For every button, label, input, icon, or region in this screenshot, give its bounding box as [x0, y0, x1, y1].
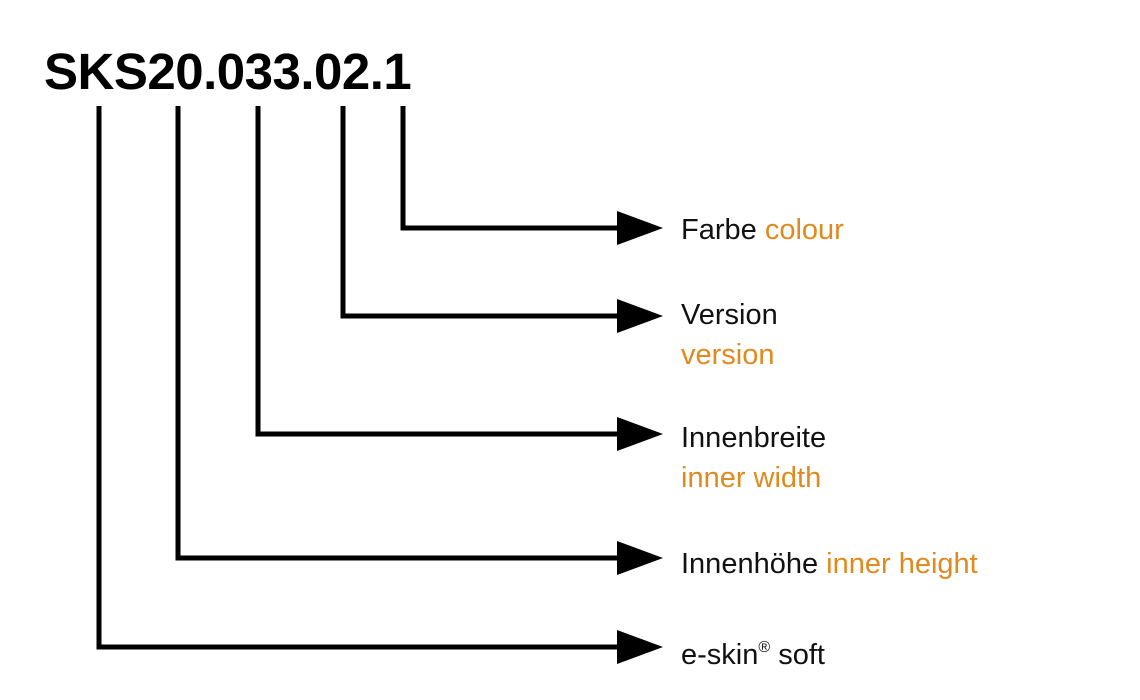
- arrow-right-icon: [617, 541, 663, 575]
- label-inner-width: Innenbreite inner width: [681, 418, 826, 498]
- arrow-right-icon: [617, 211, 663, 245]
- label-inner-height: Innenhöhe inner height: [681, 544, 978, 584]
- registered-mark: ®: [758, 639, 771, 656]
- label-version: Version version: [681, 295, 778, 375]
- label-en: version: [681, 339, 775, 371]
- arrow-right-icon: [617, 417, 663, 451]
- connector-inner-width: [255, 106, 620, 437]
- connector-version: [340, 106, 620, 319]
- connector-inner-height: [175, 106, 620, 561]
- label-de-suffix: soft: [770, 639, 825, 671]
- label-de: Innenbreite: [681, 422, 827, 454]
- label-en: colour: [764, 214, 844, 246]
- arrow-right-icon: [617, 299, 663, 333]
- label-de: e-skin: [681, 639, 759, 671]
- product-code: SKS20.033.02.1: [44, 43, 412, 100]
- label-colour: Farbe colour: [681, 210, 844, 250]
- label-de: Version: [681, 299, 778, 331]
- arrow-right-icon: [617, 630, 663, 664]
- label-de: Farbe: [681, 214, 757, 246]
- label-de: Innenhöhe: [681, 548, 819, 580]
- connector-product: [96, 106, 620, 650]
- connector-colour: [400, 106, 620, 231]
- label-product: e-skin® soft: [681, 628, 825, 675]
- label-en: inner width: [681, 462, 822, 494]
- label-en: inner height: [826, 548, 978, 580]
